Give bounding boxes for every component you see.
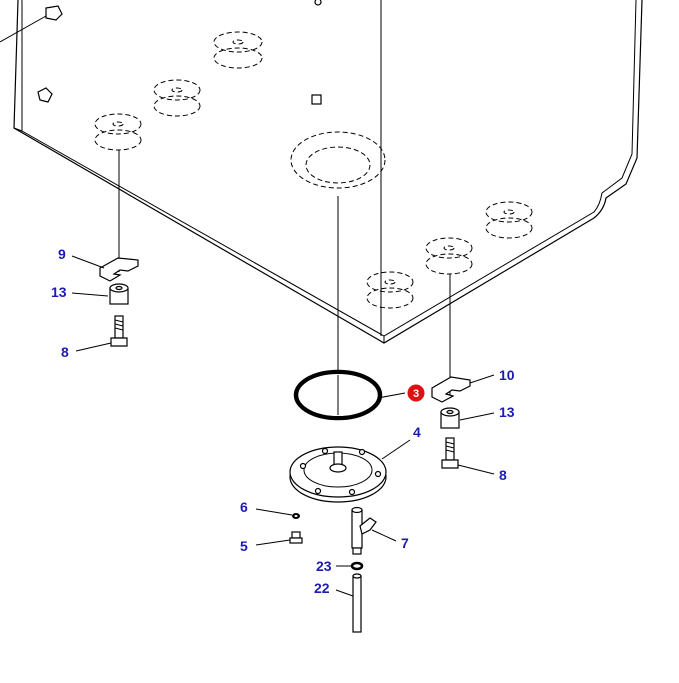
callout-23[interactable]: 23: [316, 558, 332, 574]
float-sender: [351, 506, 377, 555]
callout-8[interactable]: 8: [499, 467, 507, 483]
callout-13[interactable]: 13: [51, 284, 67, 300]
shim-plate: [431, 376, 471, 403]
boss: [425, 237, 473, 275]
callout-22[interactable]: 22: [314, 580, 330, 596]
callout-8[interactable]: 8: [61, 344, 69, 360]
bolt: [110, 315, 128, 347]
callout-10[interactable]: 10: [499, 367, 515, 383]
o-ring: [293, 369, 383, 421]
tube: [352, 573, 362, 633]
rubber-mount: [109, 283, 129, 305]
callout-3: 3: [413, 388, 419, 400]
left-mount-stack: [99, 257, 139, 347]
boss: [94, 113, 142, 151]
washer: [292, 513, 300, 519]
callout-5[interactable]: 5: [240, 538, 248, 554]
mounting-bosses: [94, 31, 533, 309]
bolt: [441, 437, 459, 469]
callout-4[interactable]: 4: [413, 424, 421, 440]
center-lines: [118, 150, 451, 418]
right-mount-stack: [431, 376, 471, 469]
callout-6[interactable]: 6: [240, 499, 248, 515]
boss: [213, 31, 263, 69]
callout-13[interactable]: 13: [499, 404, 515, 420]
shim-plate: [99, 257, 139, 282]
callout-3-highlighted[interactable]: 3: [407, 384, 425, 402]
highlight-badge: [407, 384, 425, 402]
boss: [485, 201, 533, 239]
boss: [366, 271, 414, 309]
boss: [153, 79, 201, 117]
base-plate: [13, 0, 643, 344]
screw: [289, 531, 303, 544]
rubber-mount: [440, 407, 460, 429]
leader-lines: [71, 255, 495, 597]
ring: [350, 561, 364, 571]
callout-7[interactable]: 7: [401, 535, 409, 551]
tank-opening: [290, 131, 386, 189]
plate-fittings: [0, 0, 322, 105]
callout-9[interactable]: 9: [58, 246, 66, 262]
callout-labels: 9 13 8 10 13 4 8 6 5 7 23 22 3: [51, 246, 515, 596]
sender-flange: [289, 446, 387, 503]
